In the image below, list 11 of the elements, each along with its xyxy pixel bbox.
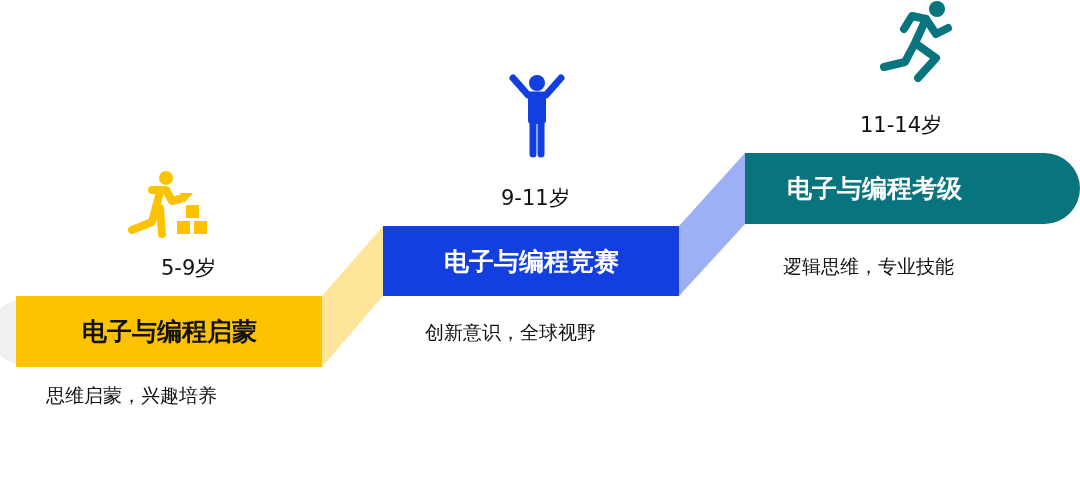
stage-band: 电子与编程竞赛 (383, 226, 679, 296)
age-label: 5-9岁 (161, 255, 217, 282)
stage-band: 电子与编程启蒙 (16, 296, 322, 367)
ramp-connector (322, 226, 383, 367)
age-label: 11-14岁 (860, 112, 943, 139)
stage-description: 逻辑思维，专业技能 (783, 254, 954, 279)
age-label: 9-11岁 (501, 185, 570, 212)
stage-band: 电子与编程考级 (745, 153, 1080, 224)
stage-description: 思维启蒙，兴趣培养 (46, 383, 217, 408)
ramp-connector (679, 153, 745, 296)
stage-description: 创新意识，全球视野 (425, 320, 596, 345)
